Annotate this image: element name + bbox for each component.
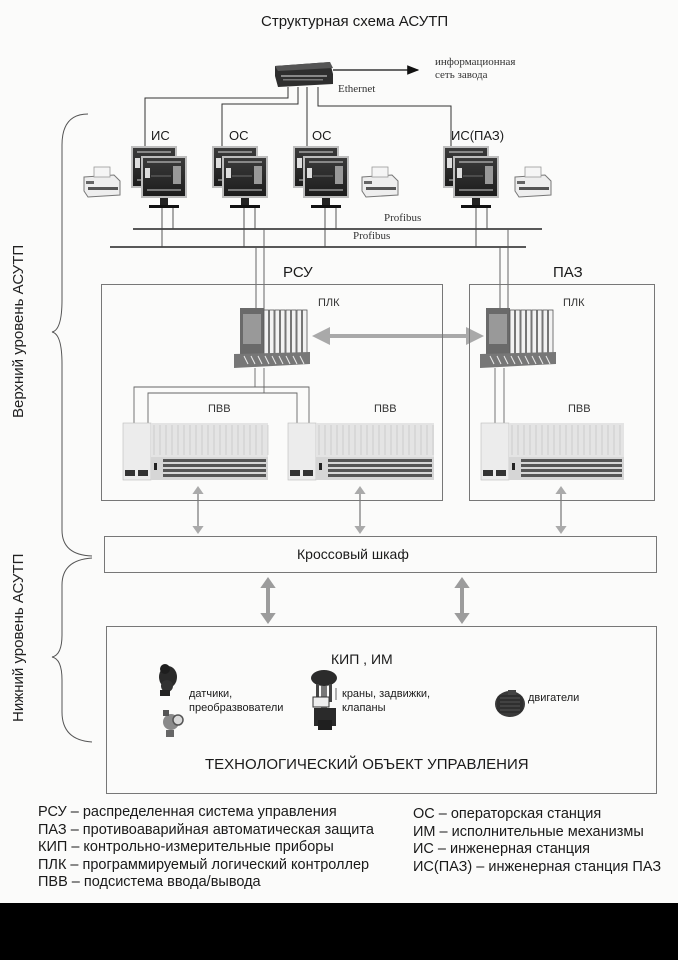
paz-plc-icon xyxy=(480,308,556,368)
profibus-lower-label: Profibus xyxy=(353,230,391,242)
process-object-box xyxy=(106,626,657,794)
io-module-icon xyxy=(480,422,624,481)
bidirectional-arrow xyxy=(260,577,276,624)
station-label: ОС xyxy=(312,128,332,143)
rsu-plc-icon xyxy=(234,308,310,368)
printer-icon xyxy=(361,166,399,198)
ethernet-wiring xyxy=(144,87,452,146)
legend-item: КИП – контрольно-измерительные приборы xyxy=(38,839,334,856)
rsu-io-wiring xyxy=(133,368,310,425)
printer-icon xyxy=(83,166,121,198)
external-network-label-line2: сеть завода xyxy=(435,69,488,81)
paz-io-label: ПВВ xyxy=(568,403,591,415)
workstation-icon xyxy=(212,146,268,208)
bidirectional-arrow xyxy=(454,577,470,624)
diagram-page: Структурная схема АСУТП информационная с… xyxy=(0,0,678,903)
motor-icon xyxy=(495,690,525,717)
upper-level-label: Верхний уровень АСУТП xyxy=(10,244,27,418)
legend-right: ОС – операторская станция ИМ – исполните… xyxy=(413,806,661,876)
workstation-icon xyxy=(293,146,349,208)
device-label: датчики, xyxy=(189,688,233,700)
rsu-title: РСУ xyxy=(283,264,313,281)
upper-level-brace xyxy=(51,113,93,557)
legend-item: ПЛК – программируемый логический контрол… xyxy=(38,856,370,873)
field-devices-title: КИП , ИМ xyxy=(331,651,393,667)
device-label: краны, задвижки, xyxy=(342,688,431,700)
workstation-icon xyxy=(131,146,187,208)
profibus-drops xyxy=(161,208,488,247)
station-label: ИС xyxy=(151,128,170,143)
printer-icon xyxy=(514,166,552,198)
lower-level-label: Нижний уровень АСУТП xyxy=(10,553,27,722)
legend-item: РСУ – распределенная система управления xyxy=(38,804,337,820)
rsu-paz-link-arrow xyxy=(312,327,484,345)
legend-item: ПВВ – подсистема ввода/вывода xyxy=(38,874,261,891)
valve-icon xyxy=(311,670,337,730)
io-module-icon xyxy=(122,422,269,481)
lower-level-brace xyxy=(51,557,93,743)
ethernet-label: Ethernet xyxy=(338,83,376,95)
process-object-label: ТЕХНОЛОГИЧЕСКИЙ ОБЪЕКТ УПРАВЛЕНИЯ xyxy=(205,756,529,773)
legend-item: ИС(ПАЗ) – инженерная станция ПАЗ xyxy=(413,858,662,875)
cross-cabinet-label: Кроссовый шкаф xyxy=(297,546,409,562)
paz-title: ПАЗ xyxy=(553,264,583,281)
legend-item: ПАЗ – противоаварийная автоматическая за… xyxy=(38,821,374,838)
legend-item: ИС – инженерная станция xyxy=(413,841,591,858)
io-module-icon xyxy=(287,422,434,481)
external-network-label-line1: информационная xyxy=(435,56,516,68)
device-label: клапаны xyxy=(342,702,386,714)
bidirectional-arrow xyxy=(192,486,204,534)
transmitter-icon xyxy=(163,710,184,737)
legend-item: ИМ – исполнительные механизмы xyxy=(413,823,644,840)
paz-box xyxy=(469,284,655,501)
bidirectional-arrow xyxy=(354,486,366,534)
bidirectional-arrow xyxy=(555,486,567,534)
ethernet-switch-icon xyxy=(275,62,333,87)
rsu-box xyxy=(101,284,443,501)
legend-left: РСУ – распределенная система управления … xyxy=(38,804,374,892)
device-label: преобразвователи xyxy=(189,702,284,714)
page-title: Структурная схема АСУТП xyxy=(261,13,449,30)
diagram-canvas xyxy=(51,62,624,743)
paz-io-wiring xyxy=(494,368,505,425)
station-label: ОС xyxy=(229,128,249,143)
cross-cabinet-box xyxy=(104,536,657,573)
station-label: ИС(ПАЗ) xyxy=(451,128,505,143)
paz-plc-label: ПЛК xyxy=(563,297,585,309)
profibus-upper-label: Profibus xyxy=(384,212,422,224)
plc-bus-links xyxy=(255,229,509,310)
rsu-plc-label: ПЛК xyxy=(318,297,340,309)
device-label: двигатели xyxy=(528,692,580,704)
sensor-icon xyxy=(159,664,177,696)
rsu-io-label: ПВВ xyxy=(208,403,231,415)
rsu-io-label: ПВВ xyxy=(374,403,397,415)
legend-item: ОС – операторская станция xyxy=(413,806,602,822)
workstation-icon xyxy=(443,146,499,208)
